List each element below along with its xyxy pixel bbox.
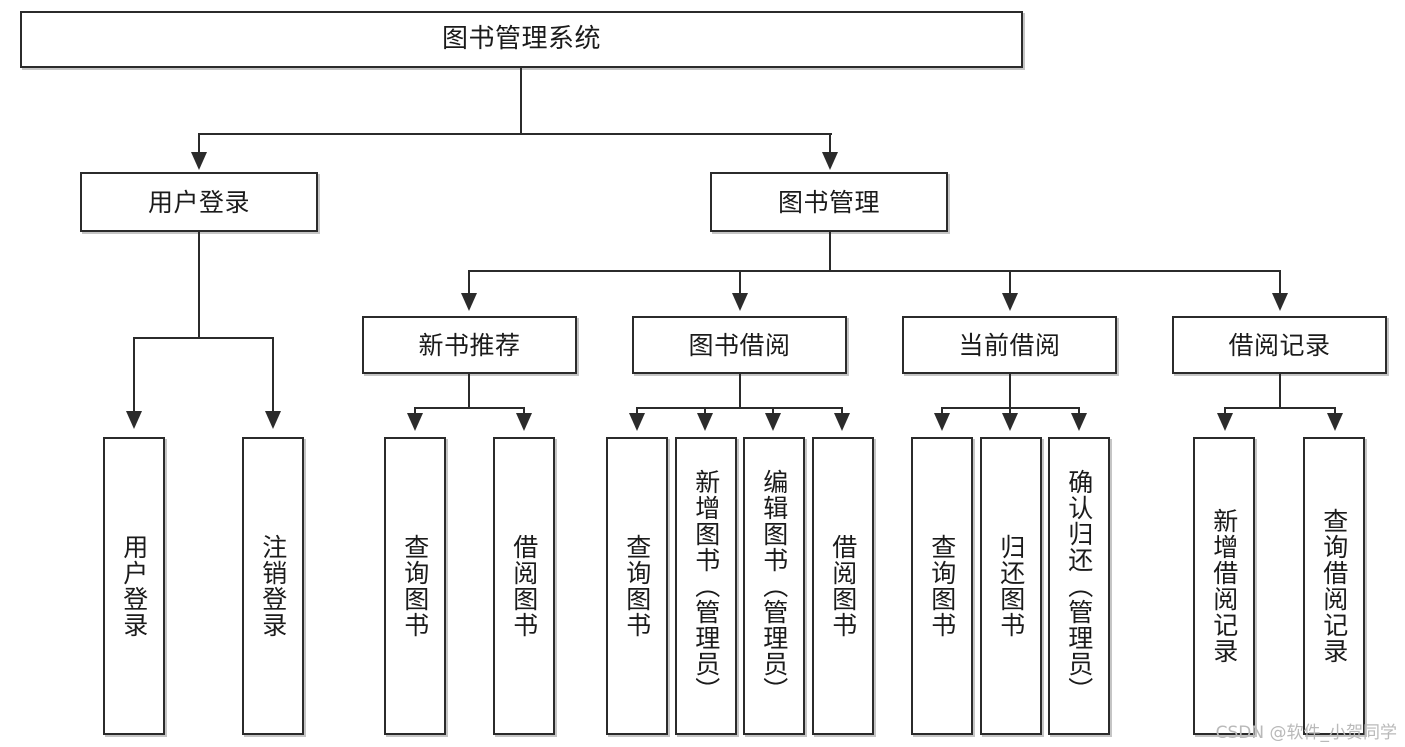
connector-cb-drop-3	[1078, 407, 1080, 417]
node-leaf-confirm-return[interactable]: 确认归还（管理员）	[1048, 437, 1110, 735]
arrow-to-leaf-query-book-3	[934, 413, 950, 431]
node-leaf-add-record[interactable]: 新增借阅记录	[1193, 437, 1255, 735]
node-label: 图书借阅	[688, 330, 791, 360]
arrow-to-new-book-recommend	[461, 293, 477, 311]
node-book-borrow[interactable]: 图书借阅	[632, 316, 847, 374]
connector-br-drop-2	[1334, 407, 1336, 417]
connector-br-drop-1	[1224, 407, 1226, 417]
node-label: 图书管理	[777, 187, 880, 217]
node-leaf-user-logout[interactable]: 注销登录	[242, 437, 304, 735]
node-leaf-query-record[interactable]: 查询借阅记录	[1303, 437, 1365, 735]
connector-bm-drop-2	[739, 270, 741, 298]
node-label: 用户登录	[147, 187, 250, 217]
node-leaf-query-book-2[interactable]: 查询图书	[606, 437, 668, 735]
arrow-to-leaf-add-book	[697, 413, 713, 431]
node-label: 注销登录	[258, 534, 288, 638]
node-leaf-user-login[interactable]: 用户登录	[103, 437, 165, 735]
connector-cb-stem	[1009, 374, 1011, 408]
node-book-manage[interactable]: 图书管理	[710, 172, 948, 232]
node-borrow-record[interactable]: 借阅记录	[1172, 316, 1387, 374]
connector-root-drop-left	[198, 133, 200, 158]
connector-bb-drop-3	[772, 407, 774, 417]
arrow-to-leaf-return-book	[1002, 413, 1018, 431]
node-label: 新增图书（管理员）	[691, 469, 721, 703]
node-leaf-query-book-1[interactable]: 查询图书	[384, 437, 446, 735]
connector-book-manage-bus	[468, 270, 1280, 272]
connector-bb-stem	[739, 374, 741, 408]
node-leaf-query-book-3[interactable]: 查询图书	[911, 437, 973, 735]
connector-bm-drop-3	[1009, 270, 1011, 298]
node-label: 查询图书	[927, 534, 957, 638]
node-leaf-return-book[interactable]: 归还图书	[980, 437, 1042, 735]
connector-cb-drop-2	[1009, 407, 1011, 417]
node-leaf-add-book[interactable]: 新增图书（管理员）	[675, 437, 737, 735]
connector-user-login-drop-2	[272, 337, 274, 415]
connector-bb-drop-4	[841, 407, 843, 417]
node-user-login[interactable]: 用户登录	[80, 172, 318, 232]
connector-bm-drop-1	[468, 270, 470, 298]
connector-bb-drop-1	[636, 407, 638, 417]
connector-br-stem	[1279, 374, 1281, 408]
node-label: 查询图书	[622, 534, 652, 638]
node-leaf-borrow-book-1[interactable]: 借阅图书	[493, 437, 555, 735]
arrow-to-leaf-borrow-book-1	[516, 413, 532, 431]
node-label: 确认归还（管理员）	[1064, 469, 1094, 703]
node-label: 借阅图书	[828, 534, 858, 638]
connector-nbr-drop-1	[414, 407, 416, 417]
connector-user-login-drop-1	[133, 337, 135, 415]
node-label: 查询借阅记录	[1319, 508, 1349, 664]
connector-bb-drop-2	[704, 407, 706, 417]
connector-nbr-bus	[414, 407, 524, 409]
arrow-to-current-borrow	[1002, 293, 1018, 311]
node-label: 图书管理系统	[441, 24, 601, 55]
arrow-to-leaf-borrow-book-2	[834, 413, 850, 431]
connector-bb-bus	[636, 407, 842, 409]
node-current-borrow[interactable]: 当前借阅	[902, 316, 1117, 374]
arrow-to-book-borrow	[732, 293, 748, 311]
node-label: 查询图书	[400, 534, 430, 638]
connector-root-bus	[198, 133, 832, 135]
node-label: 用户登录	[119, 534, 149, 638]
arrow-to-leaf-query-book-2	[629, 413, 645, 431]
connector-root-drop-right	[829, 133, 831, 158]
node-leaf-borrow-book-2[interactable]: 借阅图书	[812, 437, 874, 735]
node-label: 借阅图书	[509, 534, 539, 638]
connector-bm-drop-4	[1279, 270, 1281, 298]
node-leaf-edit-book[interactable]: 编辑图书（管理员）	[743, 437, 805, 735]
arrow-to-leaf-user-login	[126, 411, 142, 429]
connector-root-stem	[520, 68, 522, 134]
arrow-to-book-manage	[822, 152, 838, 170]
node-label: 当前借阅	[958, 330, 1061, 360]
node-label: 新增借阅记录	[1209, 508, 1239, 664]
arrow-to-leaf-add-record	[1217, 413, 1233, 431]
arrow-to-leaf-query-record	[1327, 413, 1343, 431]
arrow-to-user-login	[191, 152, 207, 170]
arrow-to-leaf-query-book-1	[407, 413, 423, 431]
connector-user-login-stem	[198, 232, 200, 338]
connector-user-login-bus	[133, 337, 273, 339]
arrow-to-borrow-record	[1272, 293, 1288, 311]
node-label: 归还图书	[996, 534, 1026, 638]
connector-cb-drop-1	[941, 407, 943, 417]
arrow-to-leaf-confirm-return	[1071, 413, 1087, 431]
connector-br-bus	[1224, 407, 1335, 409]
node-root-system[interactable]: 图书管理系统	[20, 11, 1023, 68]
connector-nbr-drop-2	[523, 407, 525, 417]
arrow-to-leaf-user-logout	[265, 411, 281, 429]
arrow-to-leaf-edit-book	[765, 413, 781, 431]
connector-nbr-stem	[468, 374, 470, 408]
node-label: 借阅记录	[1228, 330, 1331, 360]
node-label: 新书推荐	[418, 330, 521, 360]
node-new-book-recommend[interactable]: 新书推荐	[362, 316, 577, 374]
connector-book-manage-stem	[829, 232, 831, 271]
node-label: 编辑图书（管理员）	[759, 469, 789, 703]
